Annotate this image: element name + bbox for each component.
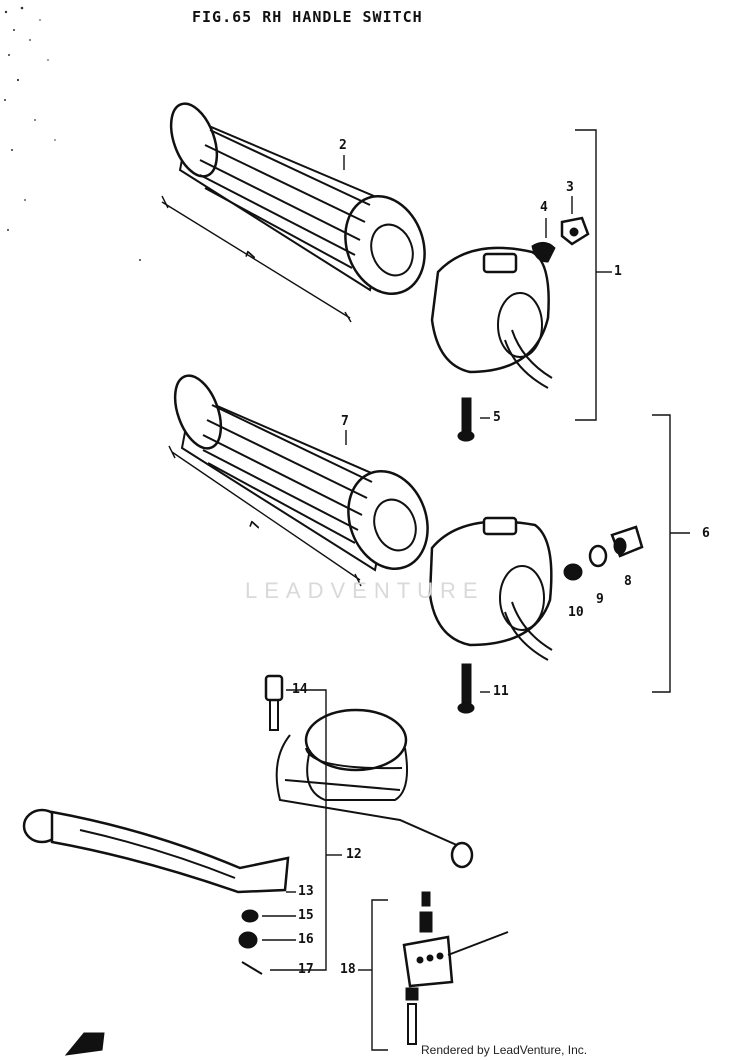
grip-lower <box>168 374 429 587</box>
part-8 <box>610 525 644 558</box>
callout-6: 6 <box>702 526 710 541</box>
brake-lever <box>22 808 290 894</box>
bracket-1 <box>575 129 597 421</box>
washer-15 <box>241 909 259 923</box>
scan-speckle <box>4 6 141 261</box>
bracket-6 <box>652 414 671 693</box>
watermark: LEADVENTURE <box>245 578 485 603</box>
callout-3: 3 <box>566 180 574 195</box>
part-10 <box>563 563 583 581</box>
callout-17: 17 <box>298 962 314 977</box>
brake-switch <box>402 891 509 1045</box>
credit-text: Rendered by LeadVenture, Inc. <box>421 1043 588 1057</box>
callout-2: 2 <box>339 138 347 153</box>
pin-17 <box>241 961 263 975</box>
callout-11: 11 <box>493 684 509 699</box>
front-arrow-icon <box>64 1032 105 1056</box>
bracket-12 <box>286 689 327 971</box>
part-9 <box>588 544 608 568</box>
callout-8: 8 <box>624 574 632 589</box>
callout-5: 5 <box>493 410 501 425</box>
bolt-14 <box>264 674 284 731</box>
leader-lines <box>262 155 573 971</box>
callout-4: 4 <box>540 200 548 215</box>
nut-16 <box>238 931 258 949</box>
bracket-18 <box>371 899 388 1051</box>
switch-housing-upper <box>430 246 553 389</box>
grip-upper <box>161 102 426 323</box>
callout-13: 13 <box>298 884 314 899</box>
callout-15: 15 <box>298 908 314 923</box>
callout-12: 12 <box>346 847 362 862</box>
callout-7: 7 <box>341 414 349 429</box>
screw-11 <box>457 663 475 714</box>
callout-10: 10 <box>568 605 584 620</box>
callout-9: 9 <box>596 592 604 607</box>
callout-16: 16 <box>298 932 314 947</box>
figure-title: FIG.65 RH HANDLE SWITCH <box>192 8 423 26</box>
callout-1: 1 <box>614 264 622 279</box>
part-4 <box>531 242 556 263</box>
screw-5 <box>457 397 475 442</box>
part-3 <box>560 216 590 246</box>
callout-18: 18 <box>340 962 356 977</box>
switch-housing-lower <box>428 516 553 661</box>
callout-14: 14 <box>292 682 308 697</box>
master-cylinder <box>275 708 474 869</box>
